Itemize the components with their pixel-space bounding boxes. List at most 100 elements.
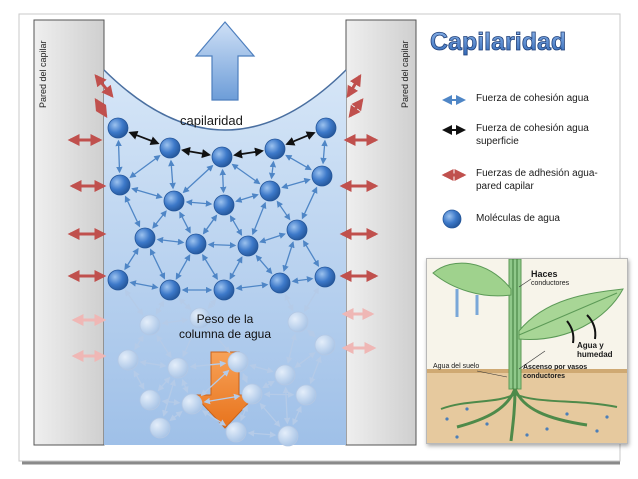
legend-surface-line2: superficie: [476, 136, 519, 147]
water-weight-line1: Peso de la: [196, 312, 254, 326]
water-molecule: [227, 351, 249, 373]
cohesion-arrow: [207, 326, 231, 354]
inset-ascenso-line1: Ascenso por vasos: [523, 364, 588, 371]
cohesion-arrow: [152, 210, 167, 229]
cohesion-arrow: [229, 215, 243, 236]
water-molecule: [314, 266, 336, 288]
plant-inset-illustration: Haces conductores Agua y humedad Agua de…: [426, 258, 628, 444]
cohesion-arrow: [202, 253, 218, 281]
meniscus-curve: [103, 69, 347, 131]
cohesion-arrow: [240, 404, 248, 422]
cohesion-arrow: [124, 195, 141, 228]
water-molecule: [163, 190, 185, 212]
cohesion-arrow: [320, 139, 328, 165]
water-molecule: [181, 393, 203, 415]
water-molecule: [159, 279, 181, 301]
water-molecule: [109, 174, 131, 196]
cohesion-arrow: [134, 334, 144, 351]
cohesion-arrow: [129, 154, 161, 179]
water-molecule: [211, 146, 233, 168]
black-double-arrow-icon: [442, 125, 466, 135]
water-molecule: [314, 334, 336, 356]
cohesion-arrow: [284, 293, 294, 312]
cohesion-arrow: [249, 363, 274, 374]
water-molecule: [107, 269, 129, 291]
cohesion-arrow: [309, 355, 322, 385]
inset-agua-line2: humedad: [577, 350, 613, 359]
water-molecule: [286, 219, 308, 241]
cohesion-arrow: [229, 256, 243, 280]
water-molecule: [213, 194, 235, 216]
cohesion-arrow: [304, 287, 319, 312]
cohesion-arrow: [207, 241, 237, 249]
cohesion-arrow: [178, 297, 192, 311]
cohesion-arrow: [294, 352, 316, 368]
water-molecule: [107, 117, 129, 139]
cohesion-arrow: [259, 402, 281, 428]
cohesion-arrow: [182, 164, 214, 194]
water-molecule-icon: [442, 209, 462, 229]
cohesion-arrow: [281, 177, 311, 190]
cohesion-arrow: [169, 411, 183, 421]
surface-cohesion-arrow: [128, 131, 160, 145]
inset-agua-line1: Agua y: [577, 341, 604, 350]
cohesion-arrow: [131, 187, 163, 199]
cohesion-arrow: [291, 276, 314, 284]
cohesion-arrow: [306, 329, 317, 338]
cohesion-arrow: [251, 201, 267, 236]
inset-haces-line2: conductores: [531, 280, 570, 287]
cohesion-arrow: [179, 211, 191, 234]
cohesion-arrow: [282, 241, 295, 272]
cohesion-arrow: [156, 334, 172, 359]
water-molecule: [225, 421, 247, 443]
inset-suelo-label: Agua del suelo: [433, 363, 480, 370]
water-molecule: [149, 417, 171, 439]
inset-agua-label: Agua y humedad: [577, 341, 613, 359]
cohesion-arrow: [124, 289, 144, 316]
legend-adhesion-line1: Fuerzas de adhesión agua-: [476, 168, 598, 179]
water-molecule: [311, 165, 333, 187]
cohesion-arrow: [241, 372, 249, 384]
cohesion-arrow: [155, 300, 165, 315]
cohesion-arrow: [201, 410, 227, 426]
cohesion-arrow: [156, 236, 185, 246]
cohesion-arrow: [276, 200, 291, 221]
red-double-arrow-icon: [441, 169, 467, 181]
adhesion-arrow: [348, 98, 364, 118]
cohesion-arrow: [235, 282, 269, 291]
cohesion-arrow: [235, 193, 259, 203]
cohesion-arrow: [133, 370, 145, 390]
cohesion-arrow: [203, 393, 241, 405]
legend-text-molecule: Moléculas de agua: [476, 212, 626, 225]
water-molecule: [295, 384, 317, 406]
cohesion-arrow: [129, 280, 159, 290]
cohesion-arrow: [292, 405, 302, 426]
water-molecule: [213, 279, 235, 301]
cohesion-arrow: [268, 160, 277, 180]
cohesion-arrow: [263, 391, 295, 398]
cohesion-arrow: [262, 380, 275, 389]
right-wall-label: Pared del capilar: [400, 40, 410, 108]
adhesion-arrow: [346, 73, 362, 99]
cohesion-arrow: [247, 430, 277, 438]
legend-surface-line1: Fuerza de cohesión agua: [476, 123, 589, 134]
cohesion-arrow: [301, 186, 318, 220]
inset-haces-line1: Haces: [531, 269, 558, 279]
legend-text-adhesion: Fuerzas de adhesión agua- pared capilar: [476, 167, 626, 193]
water-molecule: [159, 137, 181, 159]
legend-text-cohesion: Fuerza de cohesión agua: [476, 92, 626, 105]
capillarity-label: capilaridad: [180, 113, 243, 128]
cohesion-arrow: [161, 317, 189, 326]
cohesion-arrow: [207, 298, 217, 310]
water-molecule: [189, 307, 211, 329]
water-molecule: [315, 117, 337, 139]
cohesion-arrow: [115, 139, 123, 174]
cohesion-arrow: [200, 369, 230, 397]
cohesion-arrow: [302, 240, 320, 267]
surface-cohesion-arrow: [233, 147, 264, 159]
water-molecule: [134, 227, 156, 249]
inset-ascenso-line2: conductores: [523, 373, 566, 380]
adhesion-arrow: [94, 74, 114, 98]
cohesion-arrow: [285, 154, 312, 171]
